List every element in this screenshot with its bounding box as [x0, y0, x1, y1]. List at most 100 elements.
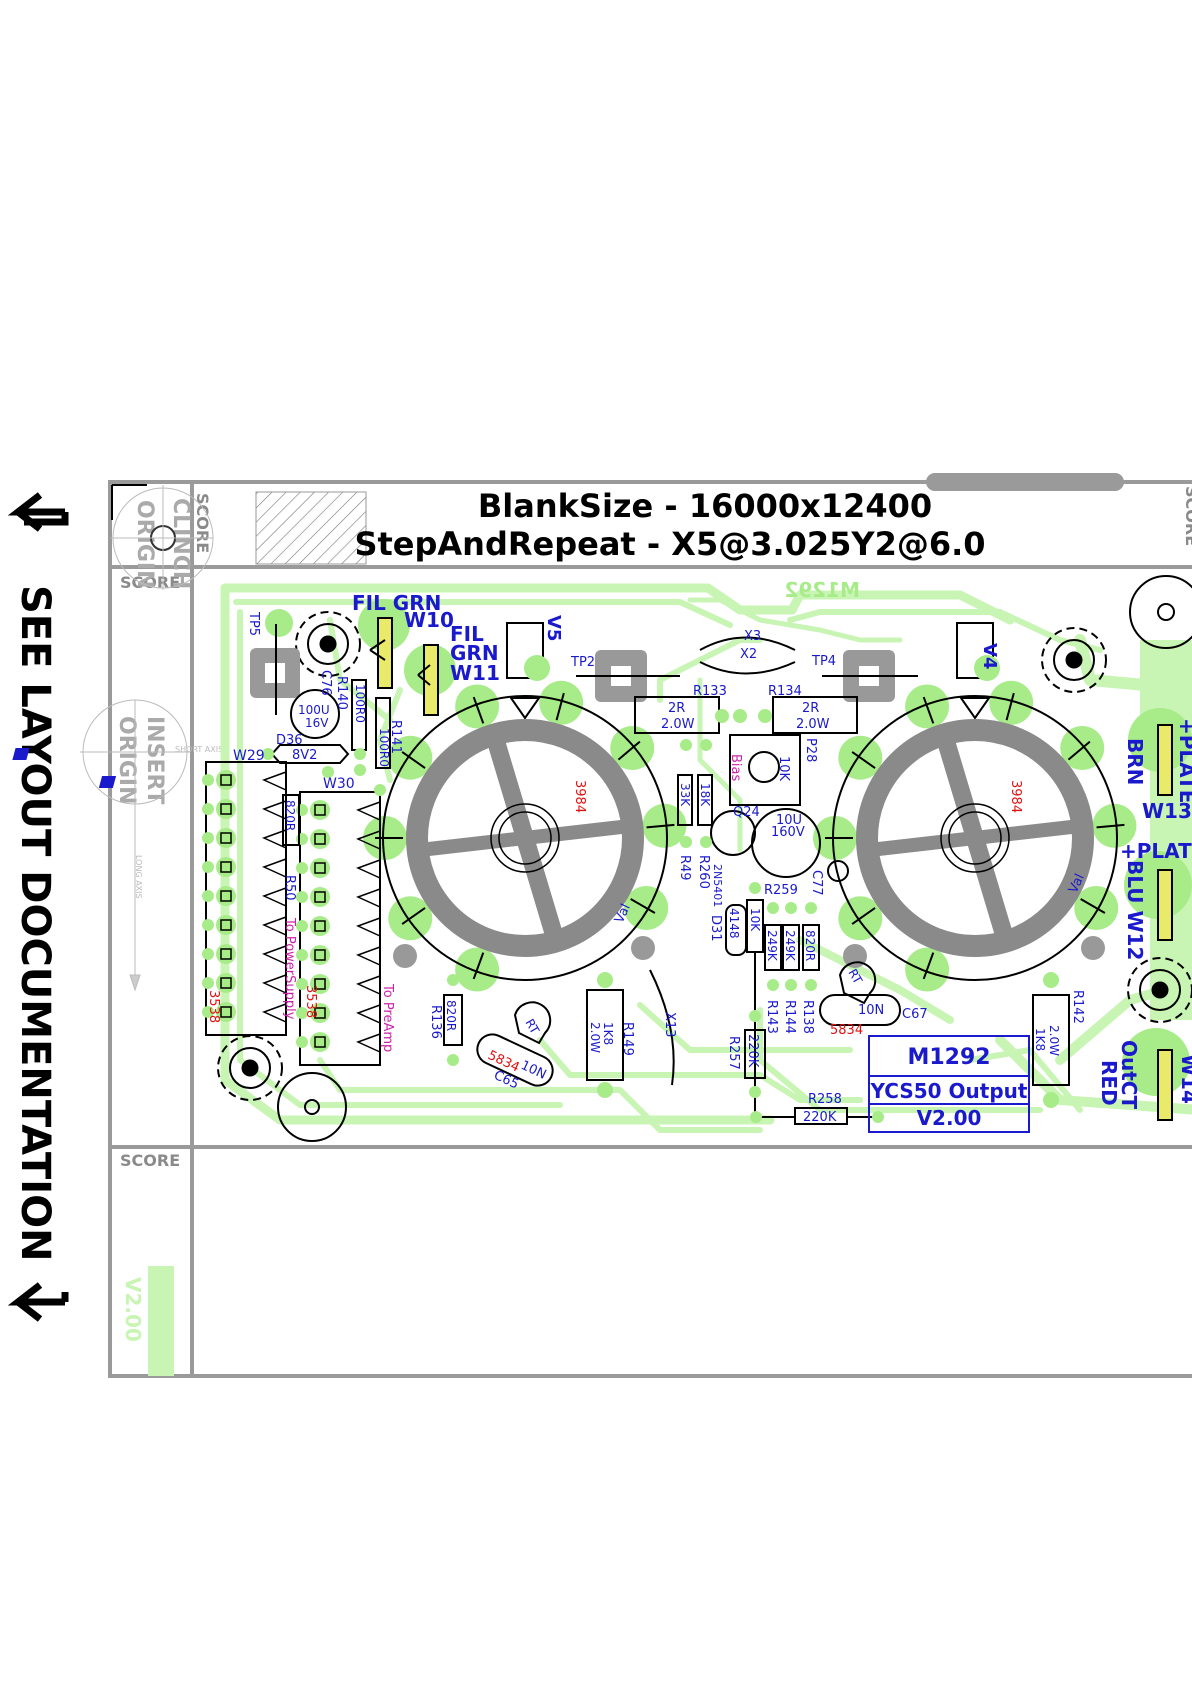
long-axis-label: LONG AXIS	[134, 855, 143, 899]
conn-3538-b-label: 3538	[303, 985, 318, 1018]
origin-markers	[80, 485, 214, 992]
step-repeat-title: StepAndRepeat - X5@3.025Y2@6.0	[354, 525, 985, 563]
title-board-name: YCS50 Output	[870, 1079, 1028, 1103]
wire-blu-w12-label: BLU W12	[1123, 860, 1147, 960]
c76-value-1: 100U	[298, 703, 330, 717]
d31-label: D31	[708, 915, 723, 942]
r249k-a-body	[764, 924, 782, 971]
r257-value: 220K	[745, 1034, 760, 1068]
r18k-value: 18K	[698, 783, 712, 807]
tube-socket-code-left: 3984	[572, 780, 587, 813]
c77-label: C77	[809, 870, 824, 896]
part-labels: TP5 TP2 TP4 X3 X2 X13 C76 100U 16V R140 …	[206, 611, 1085, 1125]
r18k-body	[697, 774, 713, 826]
r249k-b-body	[782, 924, 800, 971]
score-label-top: SCORE	[193, 493, 212, 553]
version-block-mirror	[148, 1266, 174, 1376]
wire-flags	[12, 617, 1173, 1121]
small-pads	[262, 709, 1059, 1123]
wire-pad-w10	[369, 617, 393, 689]
c65-body	[476, 1033, 554, 1087]
r134-value-2: 2.0W	[796, 717, 830, 732]
copper-traces	[220, 583, 1192, 1133]
see-layout-note: SEE LAYOUT DOCUMENTATION	[12, 585, 58, 1262]
wire-plate-label-2: +PLATE	[1120, 839, 1192, 863]
d31-value: 4148	[727, 908, 741, 939]
r257-label: R257	[726, 1036, 741, 1070]
wire-pad-w12	[1157, 869, 1173, 941]
wire-w11-label: W11	[450, 661, 500, 685]
wire-outct-label: OutCT	[1117, 1040, 1141, 1109]
r136-body	[443, 994, 463, 1046]
p28-body	[729, 734, 801, 806]
rt1-body	[513, 1001, 552, 1045]
mount-hole-2	[1041, 627, 1107, 693]
d36-value: 8V2	[292, 748, 317, 763]
score-label-right: SCORE	[1182, 486, 1192, 546]
p28-value: 10K	[776, 756, 791, 782]
wire-w10-label: W10	[404, 608, 454, 632]
wire-brn-label: BRN	[1123, 738, 1147, 785]
wire-w13-label: W13	[1142, 799, 1192, 823]
c76-outline	[290, 689, 340, 739]
wire-pad-w13	[1157, 724, 1173, 796]
arrow-up-icon	[7, 492, 69, 532]
wire-w30-label: W30	[323, 776, 355, 792]
r138-label: R138	[800, 1000, 815, 1034]
c76-label: C76	[318, 670, 333, 696]
q24-value: 2N5401	[711, 864, 724, 907]
r149-body	[586, 989, 624, 1081]
q24-body	[710, 810, 756, 856]
r140-label: R140	[334, 676, 349, 710]
c77-plus-icon	[827, 860, 849, 882]
r10k-value: 10K	[748, 908, 762, 932]
r149-label: R149	[620, 1022, 635, 1056]
r133-label: R133	[693, 684, 727, 699]
power-connector	[202, 761, 287, 1036]
wire-fil-label: FIL	[450, 622, 484, 646]
wire-pad-w11	[417, 644, 439, 716]
wire-fil-grn-label: FIL GRN	[352, 591, 441, 615]
rt1-label: RT	[522, 1017, 542, 1037]
r259-label: R259	[764, 883, 798, 898]
key-triangle-icon	[509, 697, 541, 720]
r249k-a-value: 249K	[765, 930, 779, 962]
r142-body	[1032, 994, 1070, 1086]
tube-ref-left: V5	[543, 615, 564, 641]
d36-label: D36	[276, 733, 303, 748]
x3-label: X3	[744, 629, 761, 644]
tube-ref-right: V4	[979, 643, 1000, 669]
c65-value: 10N	[518, 1058, 548, 1083]
preamp-connector	[296, 791, 381, 1066]
r820r-c-value: 820R	[803, 930, 817, 961]
tooling-hole-1	[277, 1072, 347, 1142]
arrow-down-icon	[7, 1282, 69, 1322]
c76-value-2: 16V	[305, 716, 329, 730]
insert-label: INSERT	[142, 716, 167, 804]
c77-value-2: 160V	[771, 825, 805, 840]
r50-body	[282, 794, 300, 846]
wire-plate-label-1: +PLATE	[1175, 718, 1192, 803]
r141-value: 100R0	[377, 728, 391, 767]
mount-hole-4	[1127, 957, 1192, 1023]
rt2-body	[838, 961, 877, 1005]
r142-label: R142	[1070, 990, 1085, 1024]
title-version: V2.00	[917, 1106, 982, 1130]
title-block: M1292 YCS50 Output V2.00	[868, 1035, 1030, 1133]
r134-label: R134	[768, 684, 802, 699]
to-power-label: To PowerSupply	[282, 917, 297, 1020]
x2-label: X2	[740, 647, 757, 662]
tp4-label: TP4	[811, 654, 836, 669]
r143-label: R143	[764, 1000, 779, 1034]
component-outlines	[270, 636, 1070, 1125]
score-label-1: SCORE	[120, 573, 180, 592]
x13-label: X13	[662, 1012, 677, 1037]
r149-value-1: 1K8	[601, 1022, 615, 1045]
p28-label: P28	[803, 738, 818, 762]
r33k-body	[677, 774, 693, 826]
